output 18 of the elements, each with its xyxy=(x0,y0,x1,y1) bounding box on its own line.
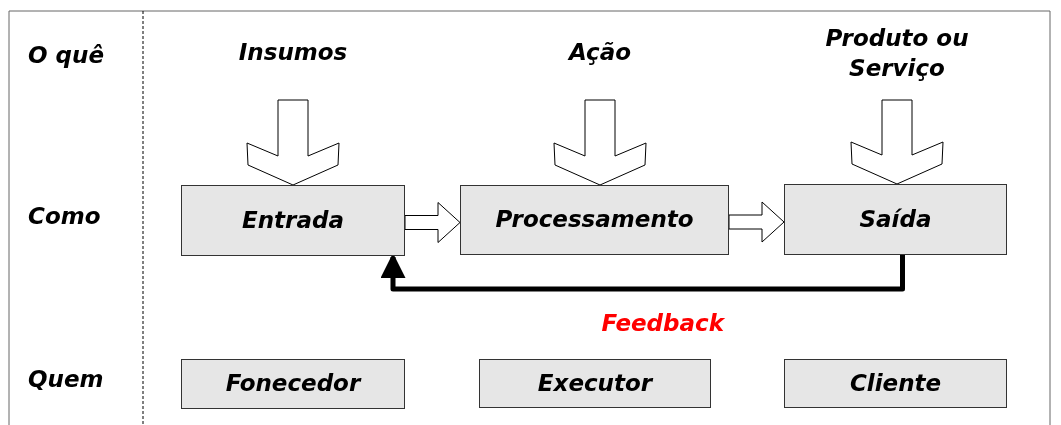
block-arrow xyxy=(404,202,461,243)
process-box: Fonecedor xyxy=(181,359,405,409)
process-box: Executor xyxy=(479,359,711,408)
block-arrow xyxy=(728,201,785,243)
row-label: Quem xyxy=(28,366,104,392)
feedback-arrow xyxy=(380,253,905,292)
row-label: O quê xyxy=(28,42,104,68)
process-box: Processamento xyxy=(460,185,729,255)
process-box: Cliente xyxy=(784,359,1007,408)
row-label: Como xyxy=(28,203,101,229)
column-heading: Produto ou Serviço xyxy=(800,24,994,100)
column-heading: Insumos xyxy=(236,38,350,100)
block-arrow xyxy=(850,99,944,185)
process-box: Entrada xyxy=(181,185,405,256)
block-arrow xyxy=(553,99,647,186)
block-arrow xyxy=(246,99,340,186)
process-box: Saída xyxy=(784,184,1007,255)
column-heading: Ação xyxy=(545,38,655,100)
